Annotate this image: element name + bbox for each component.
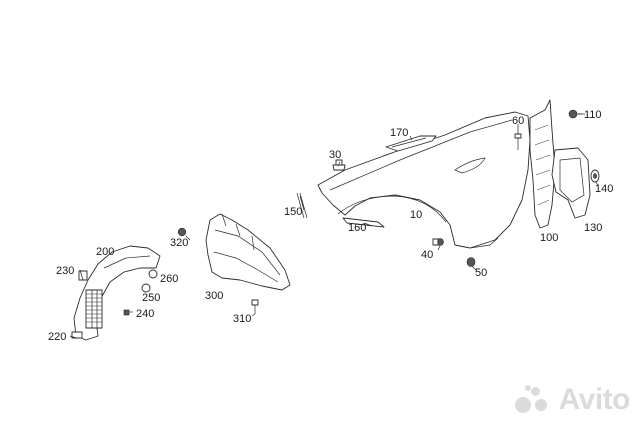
clip-part xyxy=(78,270,88,281)
nut-part xyxy=(590,169,600,183)
callout-220: 220 xyxy=(48,331,66,343)
callout-30: 30 xyxy=(329,149,341,161)
callout-labels: 10 30 40 50 60 100 110 130 140 150 160 1… xyxy=(48,109,613,343)
bolt-part xyxy=(432,238,444,246)
nut-part xyxy=(148,269,158,279)
bolt-part xyxy=(251,299,259,314)
callout-320: 320 xyxy=(170,237,188,249)
wheel-arch-liner-part xyxy=(205,213,291,291)
nut-part xyxy=(141,283,151,293)
callout-250: 250 xyxy=(142,292,160,304)
callout-100: 100 xyxy=(540,232,558,244)
callout-60: 60 xyxy=(512,115,524,127)
bolt-part xyxy=(332,159,346,171)
callout-110: 110 xyxy=(584,109,602,121)
callout-40: 40 xyxy=(421,249,433,261)
nut-part xyxy=(177,227,187,237)
callout-140: 140 xyxy=(595,183,613,195)
avito-logo-icon xyxy=(514,385,555,415)
side-trim-part xyxy=(385,135,437,152)
avito-watermark: Avito xyxy=(514,383,631,417)
callout-170: 170 xyxy=(390,127,408,139)
callout-260: 260 xyxy=(160,273,178,285)
panel-part xyxy=(551,147,591,219)
wheel-arch-liner-part xyxy=(73,245,161,341)
screw-part xyxy=(123,309,133,316)
callout-50: 50 xyxy=(475,267,487,279)
callout-150: 150 xyxy=(284,206,302,218)
callout-240: 240 xyxy=(136,308,154,320)
fender-part xyxy=(317,111,531,249)
bolt-part xyxy=(568,109,585,119)
strip-part xyxy=(342,217,385,228)
callout-310: 310 xyxy=(233,313,251,325)
callout-300: 300 xyxy=(205,290,223,302)
clip-part xyxy=(71,331,83,339)
leader-lines xyxy=(69,113,599,339)
callout-10: 10 xyxy=(410,209,422,221)
grommet-part xyxy=(466,257,476,267)
avito-brand-text: Avito xyxy=(558,383,631,416)
callout-200: 200 xyxy=(96,246,114,258)
clip-part xyxy=(296,192,308,219)
bracket-part xyxy=(529,99,556,229)
callout-160: 160 xyxy=(348,222,366,234)
callout-130: 130 xyxy=(584,222,602,234)
callout-230: 230 xyxy=(56,265,74,277)
